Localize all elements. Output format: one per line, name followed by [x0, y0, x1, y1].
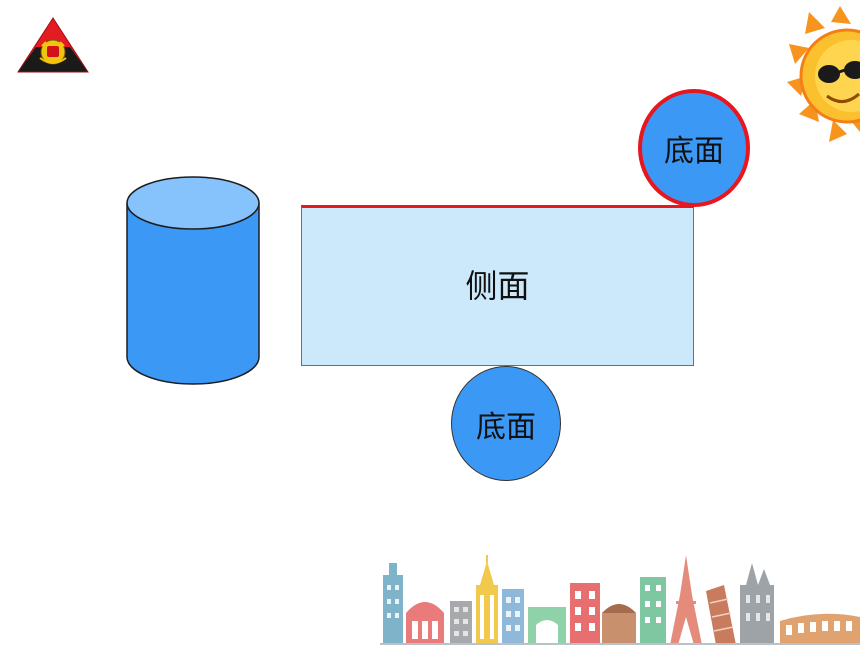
- top-base-circle: 底面: [638, 89, 750, 207]
- lateral-surface-rectangle: 侧面: [301, 205, 694, 366]
- bottom-base-label: 底面: [476, 409, 536, 445]
- bottom-base-circle: 底面: [451, 366, 561, 481]
- cylinder-shape: [126, 176, 260, 385]
- city-skyline-illustration: [380, 555, 860, 645]
- top-base-label: 底面: [664, 134, 724, 169]
- sun-with-sunglasses-icon: [787, 6, 860, 142]
- emblem-triangle-icon: [17, 17, 89, 73]
- lateral-surface-label: 侧面: [465, 266, 530, 305]
